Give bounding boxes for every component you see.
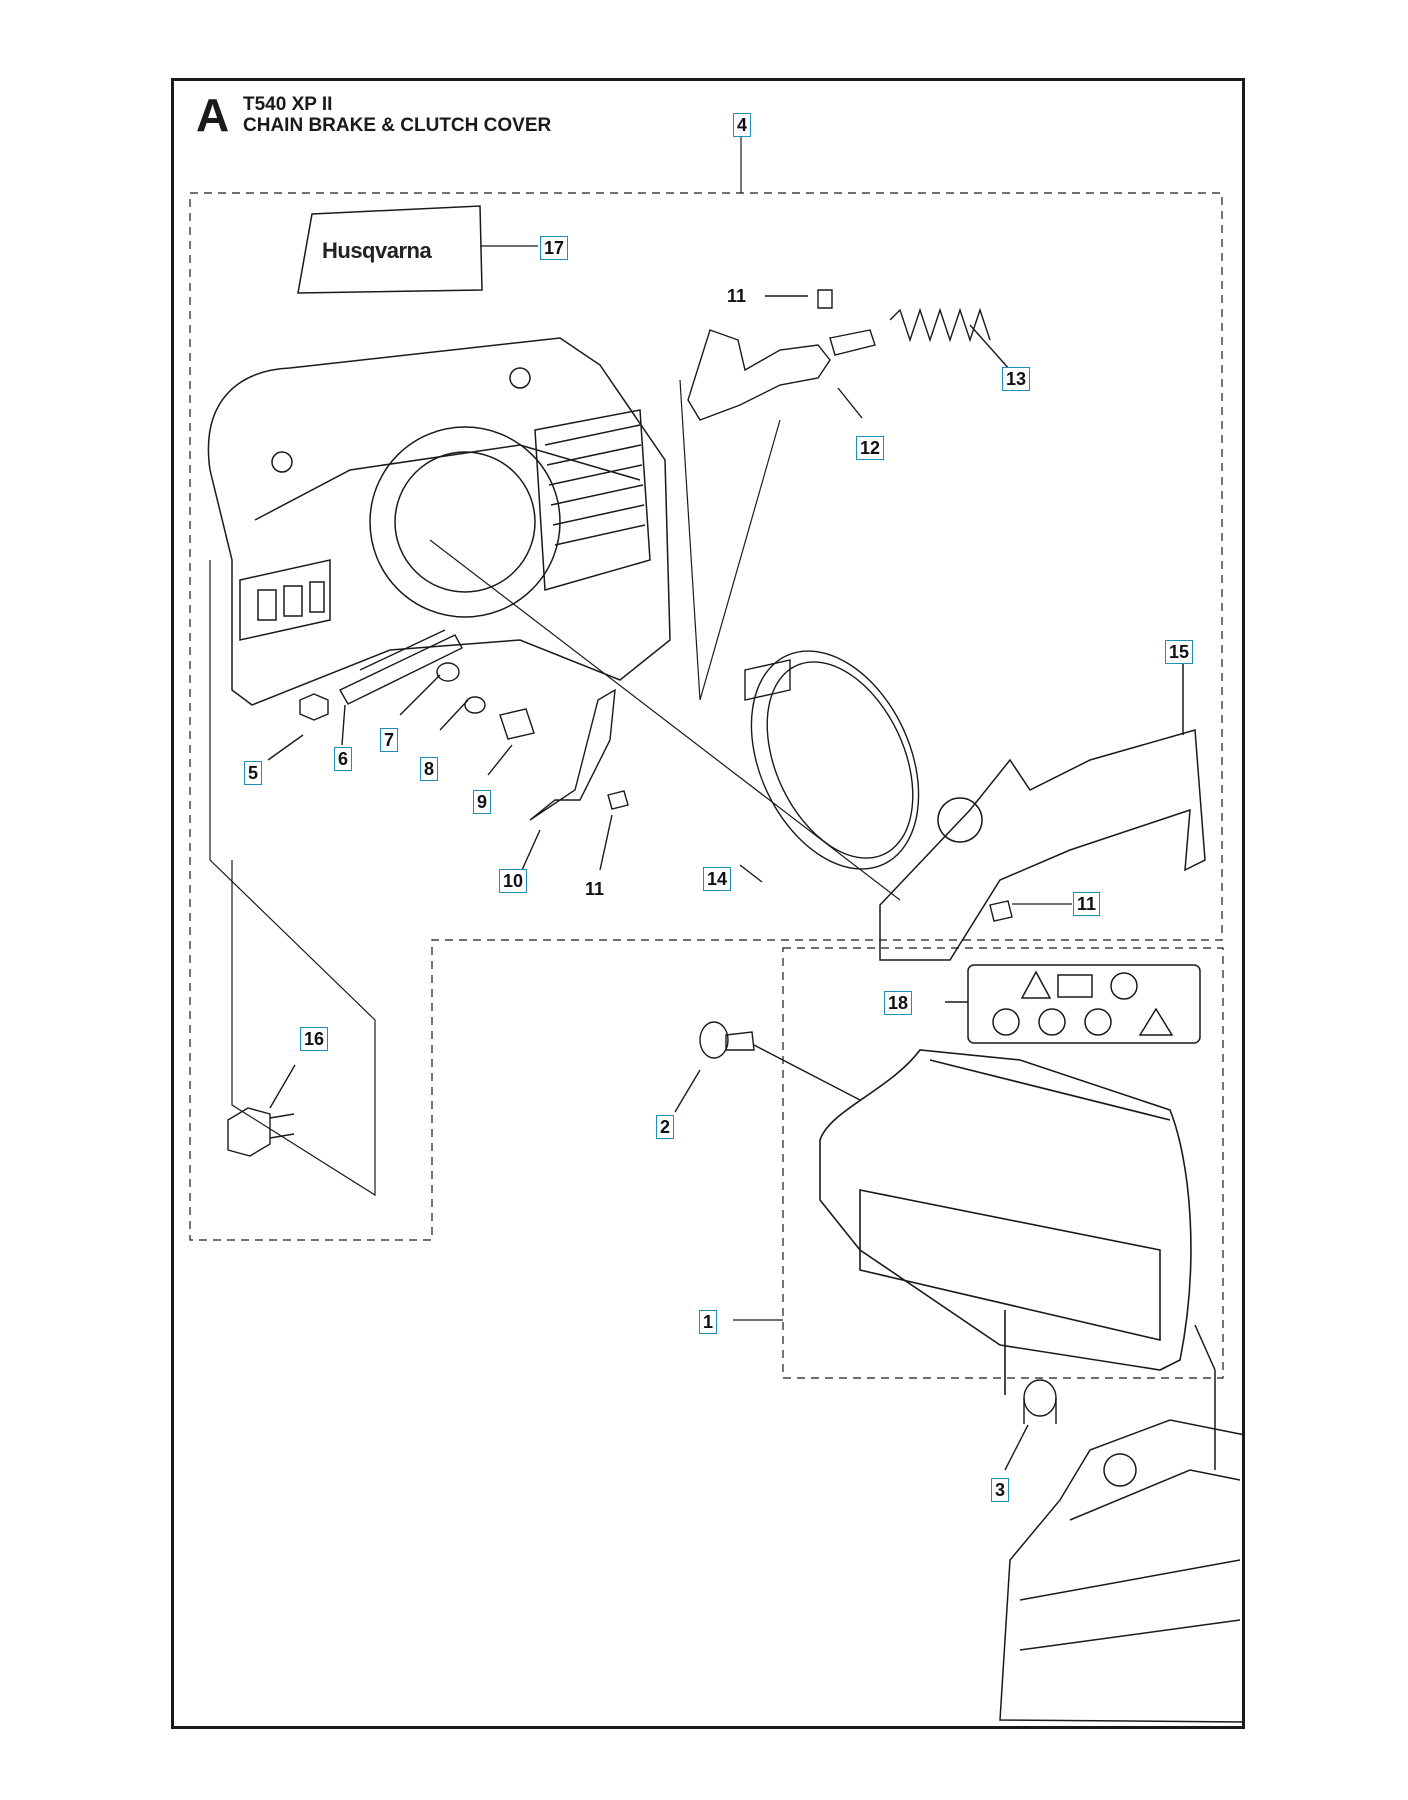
callout-1: 1 <box>699 1310 718 1334</box>
warning-label-18 <box>945 964 1201 1044</box>
callout-11-right: 11 <box>1073 892 1101 916</box>
callout-11-lower: 11 <box>585 879 605 899</box>
callout-13: 13 <box>1002 367 1031 391</box>
part-7-washer <box>436 662 460 682</box>
callout-14: 14 <box>703 867 732 891</box>
part-3-bushing <box>1004 1379 1057 1471</box>
brake-band-14 <box>739 650 920 883</box>
callout-5: 5 <box>244 761 263 785</box>
decal-17-shape <box>297 205 483 294</box>
husqvarna-logo: Husqvarna <box>322 238 432 263</box>
callout-6: 6 <box>334 747 353 771</box>
callout-17: 17 <box>540 236 569 260</box>
diagram-title: CHAIN BRAKE & CLUTCH COVER <box>243 115 552 136</box>
part-5-nut <box>299 693 329 721</box>
assembly-1-dashed-box <box>782 947 1224 1379</box>
model-name: T540 XP II <box>243 94 333 115</box>
callout-4: 4 <box>733 113 752 137</box>
callout-3: 3 <box>991 1478 1010 1502</box>
callout-9: 9 <box>473 790 492 814</box>
part-12-lever <box>687 329 831 421</box>
callout-15: 15 <box>1165 640 1194 664</box>
part-6-stud <box>339 634 463 705</box>
part-10-plate <box>529 688 616 821</box>
callout-11-top: 11 <box>727 286 747 306</box>
callout-12: 12 <box>856 436 885 460</box>
callout-8: 8 <box>420 757 439 781</box>
callout-7: 7 <box>380 728 399 752</box>
part-11-screw-right <box>989 900 1013 922</box>
engine-body-partial <box>999 1324 1246 1723</box>
small-parts <box>267 629 629 871</box>
diagram-frame <box>171 78 1245 1729</box>
part-13-spring <box>889 307 991 343</box>
part-11-screw-lower <box>607 790 629 810</box>
part-2-bolt <box>674 1021 861 1113</box>
callout-16: 16 <box>300 1027 329 1051</box>
brake-mechanism <box>687 289 1011 421</box>
part-16-clip <box>227 1064 296 1157</box>
part-11-screw-top <box>817 289 833 309</box>
callout-2: 2 <box>656 1115 675 1139</box>
title-block: T540 XP II CHAIN BRAKE & CLUTCH COVER <box>243 94 551 136</box>
clutch-cover-housing <box>207 337 671 706</box>
brake-guard-15 <box>879 660 1206 961</box>
part-8-washer <box>464 696 486 714</box>
part-7-stud <box>359 629 446 671</box>
assembly-4-dashed-box <box>189 192 1223 1241</box>
callout-10: 10 <box>499 869 528 893</box>
part-9-bushing <box>499 708 535 740</box>
callout-18: 18 <box>884 991 913 1015</box>
section-letter: A <box>196 89 230 141</box>
part-1-chain-catcher-cover <box>819 1049 1192 1395</box>
